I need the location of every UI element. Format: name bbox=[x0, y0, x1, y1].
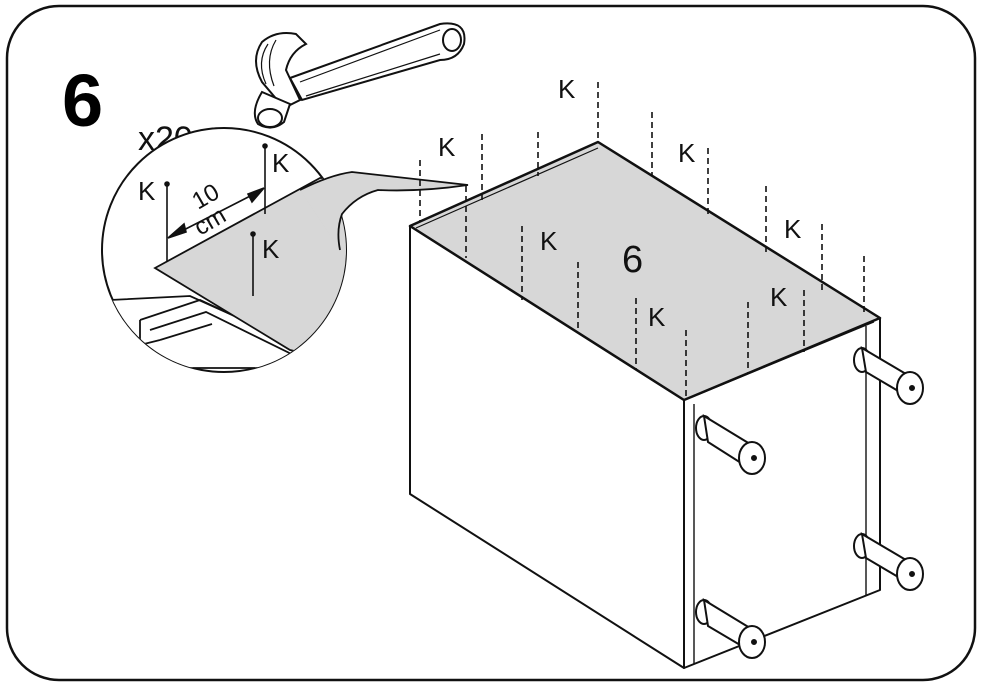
nail-label-k: K bbox=[558, 74, 576, 104]
nail-label-k: K bbox=[678, 138, 696, 168]
nail-label-k: K bbox=[648, 302, 666, 332]
nail-guides bbox=[419, 82, 865, 398]
spacing-dimension bbox=[167, 187, 265, 239]
dowel-peg-icon bbox=[695, 346, 924, 659]
nail-label-k: K bbox=[540, 226, 558, 256]
callout-pointer bbox=[299, 171, 469, 251]
detail-magnifier: 10 cm K K K bbox=[101, 127, 469, 373]
nail-label-k: K bbox=[138, 176, 156, 206]
cabinet-box bbox=[408, 140, 882, 669]
nail-label-k: K bbox=[262, 234, 280, 264]
nail-label-k: K bbox=[272, 148, 290, 178]
back-panel-6 bbox=[408, 140, 882, 402]
nail-icon bbox=[164, 143, 268, 296]
step-number: 6 bbox=[62, 59, 103, 142]
nail-label-k: K bbox=[438, 132, 456, 162]
nail-labels: K K K K K K K bbox=[438, 74, 802, 332]
hammer-icon bbox=[253, 22, 466, 129]
panel-part-number: 6 bbox=[622, 239, 643, 281]
nail-label-k: K bbox=[770, 282, 788, 312]
nail-label-k: K bbox=[784, 214, 802, 244]
